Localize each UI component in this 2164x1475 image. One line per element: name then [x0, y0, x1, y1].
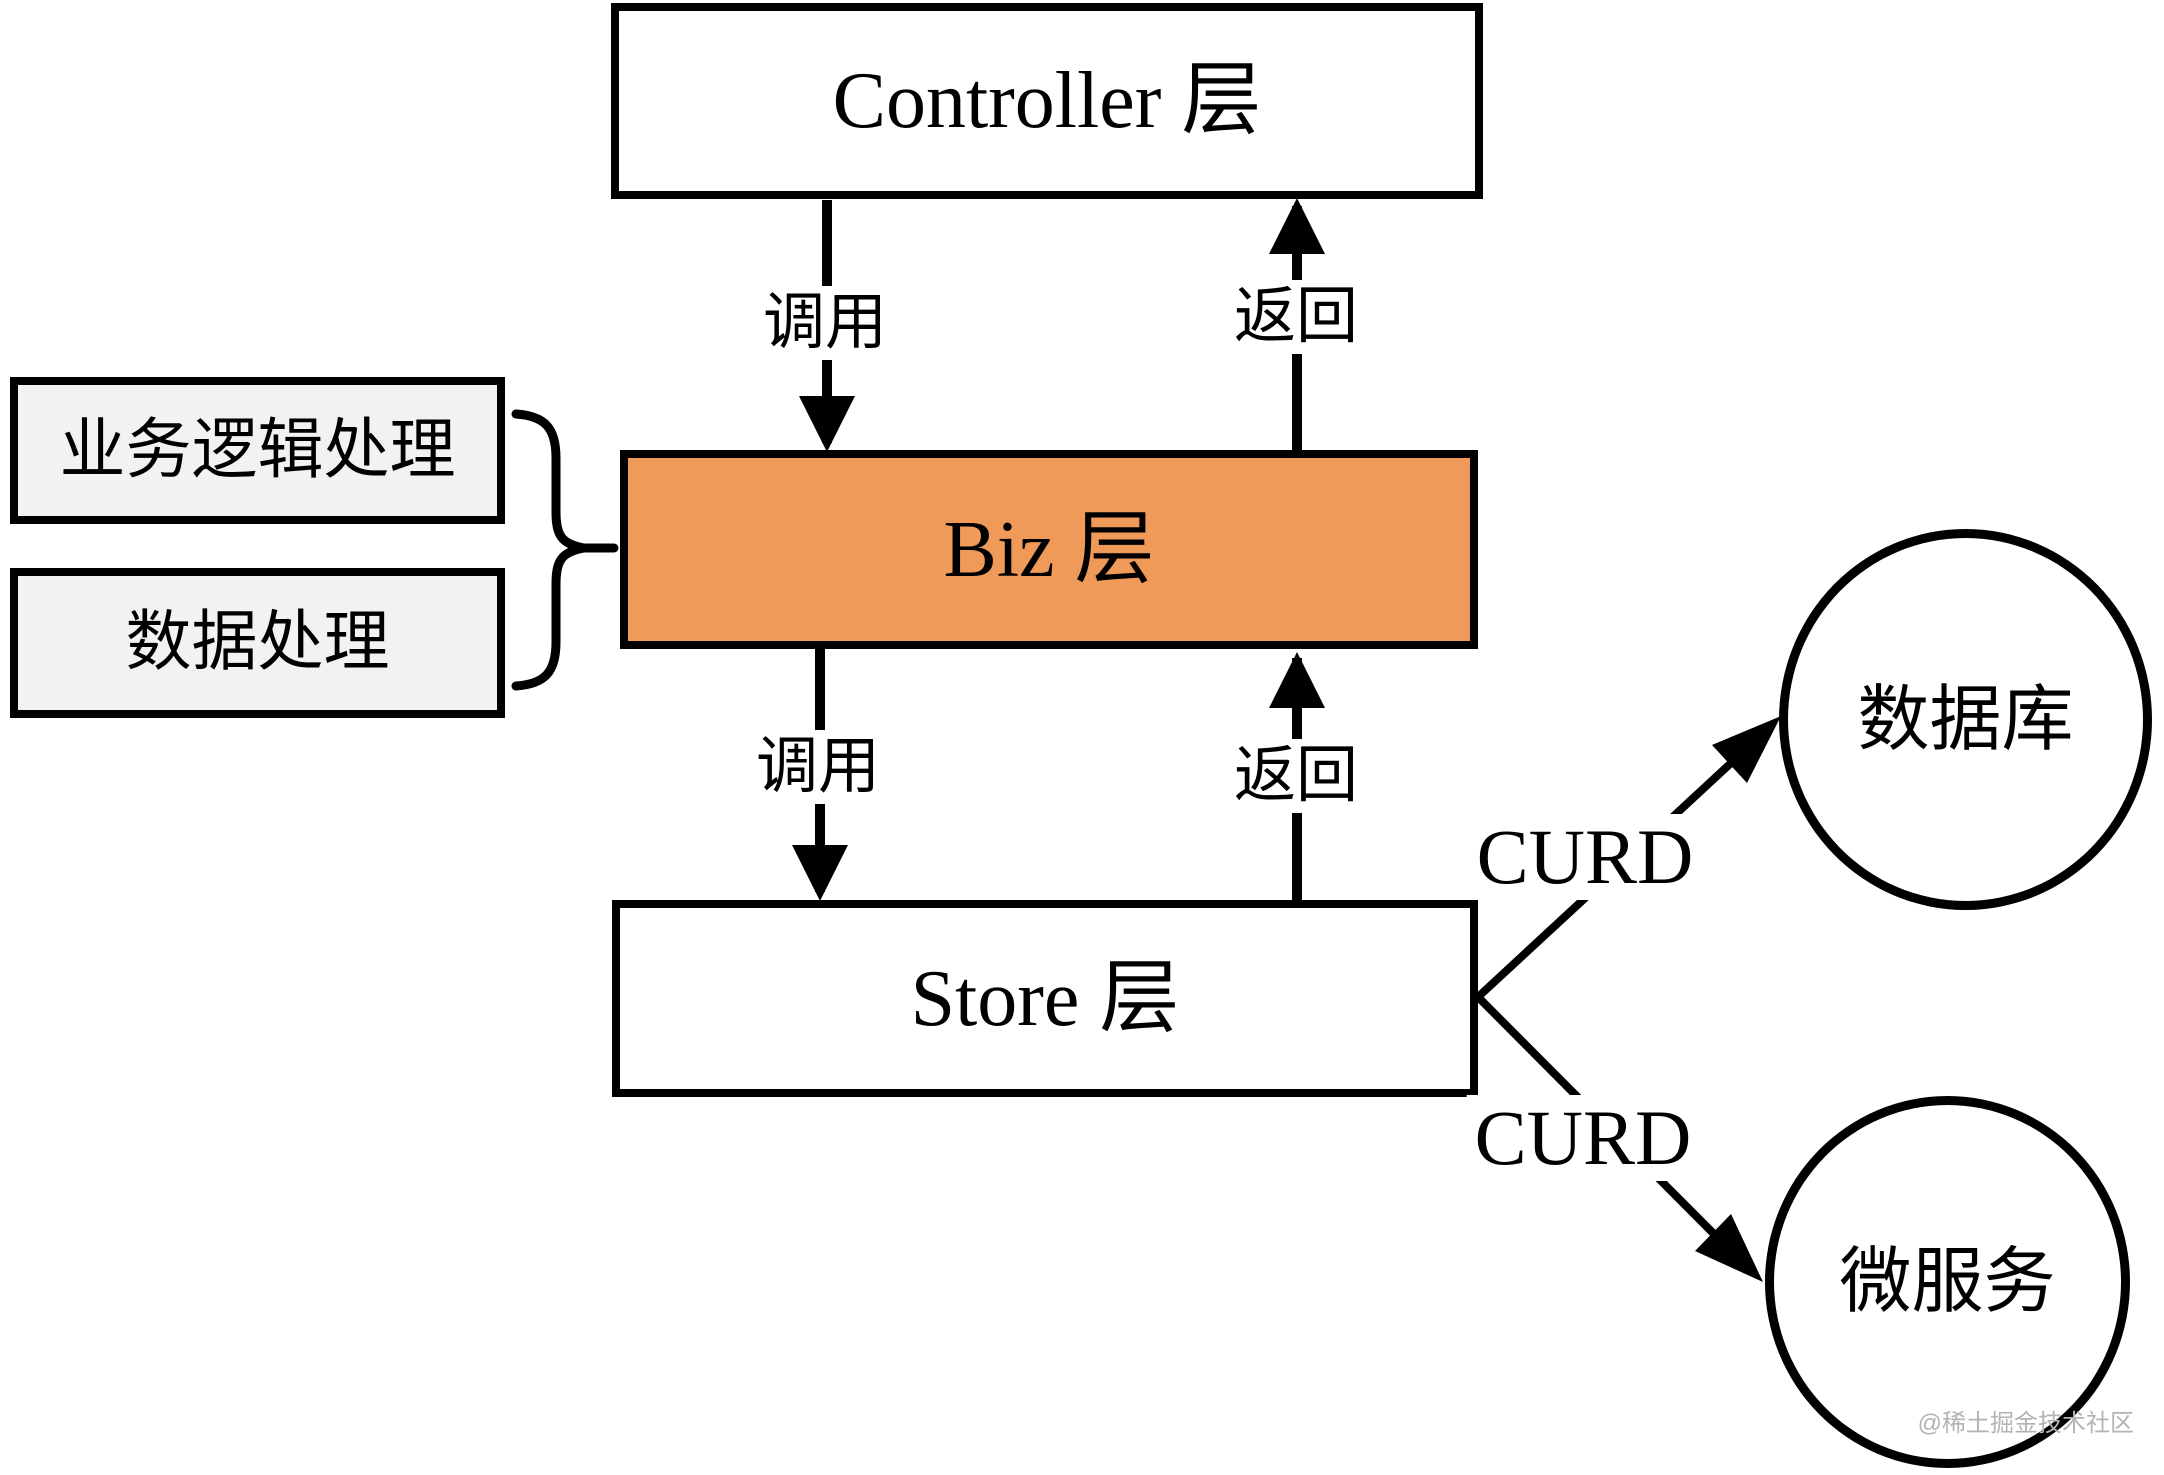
brace [511, 409, 619, 691]
watermark: @稀土掘金技术社区 [1917, 1410, 2134, 1437]
controller-layer-box: Controller 层 [611, 3, 1483, 199]
microservice-circle: 微服务 [1765, 1096, 2130, 1468]
curd-label-database: CURD [1468, 814, 1702, 900]
curd-label-microservice: CURD [1466, 1095, 1700, 1181]
return-label-top: 返回 [1223, 280, 1369, 354]
return-label-bottom: 返回 [1223, 739, 1369, 813]
data-processing-box: 数据处理 [10, 568, 505, 718]
microservice-label: 微服务 [1839, 1242, 2056, 1322]
biz-layer-label: Biz 层 [943, 505, 1155, 594]
data-processing-label: 数据处理 [125, 606, 390, 679]
business-logic-label: 业务逻辑处理 [59, 413, 456, 487]
call-label-top: 调用 [752, 286, 898, 360]
biz-layer-box: Biz 层 [620, 450, 1478, 649]
store-layer-label: Store 层 [910, 954, 1180, 1043]
database-label: 数据库 [1857, 679, 2074, 760]
store-layer-box: Store 层 [612, 900, 1478, 1097]
controller-layer-label: Controller 层 [832, 57, 1262, 145]
database-circle: 数据库 [1779, 529, 2152, 910]
business-logic-box: 业务逻辑处理 [10, 377, 505, 524]
call-label-bottom: 调用 [745, 730, 891, 804]
